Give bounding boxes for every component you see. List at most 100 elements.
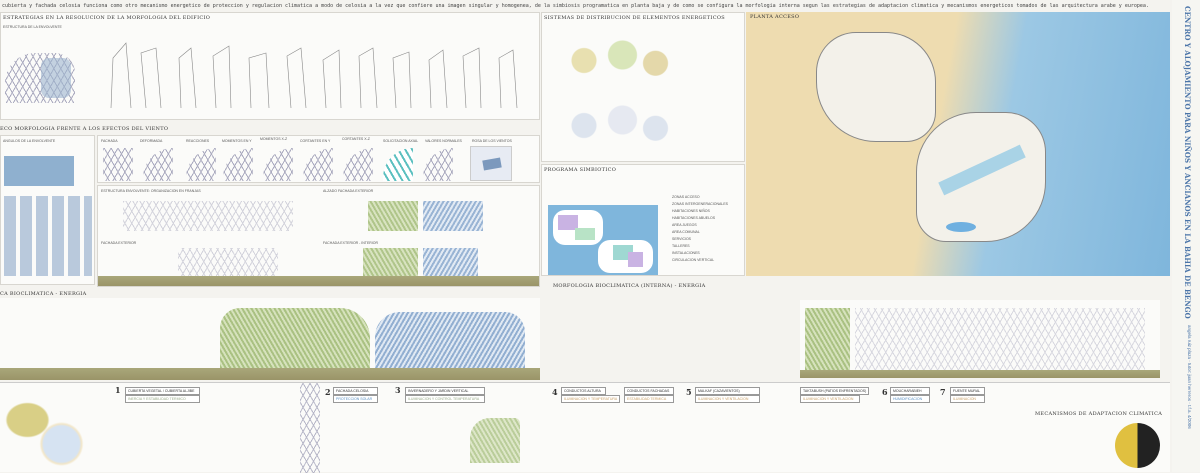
facade-mesh xyxy=(103,148,133,181)
mechanism-title: MOUCHARABIEH xyxy=(890,387,930,395)
envelope-angles-drawing xyxy=(4,156,74,186)
legend-item: AREA JUEGOS xyxy=(672,223,697,227)
mechanism-subtitle: ILUMINACION Y TEMPERATURA xyxy=(561,395,621,403)
legend-item: SERVICIOS xyxy=(672,237,691,241)
morphology-panel: ESTRATEGIAS EN LA RESOLUCION DE LA MORFO… xyxy=(0,12,540,120)
building-plan-north xyxy=(816,32,936,142)
building-plan-south xyxy=(916,112,1046,242)
section-title: SISTEMAS DE DISTRIBUCION DE ELEMENTOS EN… xyxy=(544,15,725,21)
mechanism-number: 6 xyxy=(882,387,888,397)
wind-label: MOMENTOS X-Z xyxy=(260,137,288,141)
facade-label: FACHADA EXTERIOR - INTERIOR xyxy=(323,241,379,245)
legend-item: HABITACIONES NIÑOS xyxy=(672,209,710,213)
mechanism-number: 1 xyxy=(115,385,121,395)
legend-item: ZONAS INTERGENERACIONALES xyxy=(672,202,729,206)
mechanism-subtitle: PROTECCION SOLAR xyxy=(333,395,378,403)
greenhouse-drawing xyxy=(470,418,520,463)
wind-label: MOMENTOS EN Y xyxy=(222,139,252,143)
mechanism-subtitle: ILUMINACION xyxy=(950,395,985,403)
blue-building xyxy=(375,312,525,368)
exterior-elevation xyxy=(0,298,540,380)
mechanism-subtitle: INERCIA Y ESTABILIDAD TERMICO xyxy=(125,395,200,403)
facades-panel: ESTRUCTURA ENVOLVENTE: ORGANIZACION EN F… xyxy=(97,185,540,287)
legend-item: HABITACIONES ABUELOS xyxy=(672,216,716,220)
distribution-panel: SISTEMAS DE DISTRIBUCION DE ELEMENTOS EN… xyxy=(541,12,745,162)
mechanism-title: CONDUCTOS ALTURA xyxy=(561,387,606,395)
facade-strips-drawing xyxy=(123,201,293,231)
mechanism-subtitle: ILUMINACION Y VENTILACION xyxy=(695,395,760,403)
section-title: ESTRATEGIAS EN LA RESOLUCION DE LA MORFO… xyxy=(3,15,211,21)
mechanism-subtitle: ESTABILIDAD TERMICA xyxy=(624,395,674,403)
ground-strip xyxy=(98,276,539,286)
shear-y-mesh xyxy=(303,148,333,181)
wind-label: DEFORMADA xyxy=(140,139,163,143)
mechanism-title: TAKTABUSH (PATIOS ENFRENTADOS) xyxy=(800,387,870,395)
project-title: CENTRO Y ALOJAMIENTO PARA NIÑOS Y ANCIAN… xyxy=(1183,6,1192,319)
legend-item: TALLERES xyxy=(672,244,690,248)
pool xyxy=(946,222,976,232)
legend-item: AREA COMUNAL xyxy=(672,230,700,234)
legend-item: CIRCULACION VERTICAL xyxy=(672,258,715,262)
green-facade-interior xyxy=(363,248,418,276)
mechanism-title: FUENTE MURAL xyxy=(950,387,985,395)
green-building xyxy=(220,308,370,368)
legend-item: ZONAS ACCESO xyxy=(672,195,700,199)
interior-facade-drawing xyxy=(178,248,278,276)
mechanism-title: CUBIERTA VEGETAL / CUBIERTA ALJIBE xyxy=(125,387,200,395)
mechanism-title: CONDUCTOS FACHADAS xyxy=(624,387,674,395)
mechanism-number: 3 xyxy=(395,385,401,395)
shear-xz-mesh xyxy=(343,148,373,181)
wind-section-title: ECO MORFOLOGIA FRENTE A LOS EFECTOS DEL … xyxy=(0,126,169,132)
title-strip: CENTRO Y ALOJAMIENTO PARA NIÑOS Y ANCIAN… xyxy=(1172,0,1200,472)
mechanism-subtitle: ILUMINACION Y CONTROL TEMPERATURA xyxy=(405,395,485,403)
moments-y-mesh xyxy=(223,148,253,181)
program-legend: ZONAS ACCESO ZONAS INTERGENERACIONALES H… xyxy=(672,195,728,262)
mechanism-subtitle: ILUMINACION Y VENTILACION xyxy=(800,395,860,403)
reactions-mesh xyxy=(186,148,216,181)
site-plan-title: PLANTA ACCESO xyxy=(750,14,800,20)
mechanisms-strip: 1 CUBIERTA VEGETAL / CUBIERTA ALJIBE INE… xyxy=(0,382,1170,473)
wind-label: FACHADA xyxy=(101,139,118,143)
deformed-mesh xyxy=(143,148,173,181)
wind-rose-chart xyxy=(470,146,512,181)
mechanism-number: 4 xyxy=(552,387,558,397)
ground-strip xyxy=(0,368,540,380)
axial-mesh xyxy=(383,148,413,181)
mechanism-subtitle: HUMIDIFICACION xyxy=(890,395,930,403)
wind-label: SOLICITACION AXIAL xyxy=(383,139,419,143)
wind-label: CORTANTES EN Y xyxy=(300,139,331,143)
interior-section xyxy=(800,300,1160,378)
mechanism-title: INVERNADERO Y JARDIN VERTICAL xyxy=(405,387,485,395)
facade-label: FACHADA EXTERIOR xyxy=(101,241,137,245)
roof-plan-drawing xyxy=(2,388,87,468)
bioclimatic-title: CA BIOCLIMATICA - ENERGIA xyxy=(0,291,87,297)
lattice-pattern xyxy=(300,383,320,473)
mechanisms-title: MECANISMOS DE ADAPTACION CLIMATICA xyxy=(1035,411,1163,417)
yin-yang-diagram xyxy=(1115,423,1160,468)
facade-label: ALZADO FACHADA EXTERIOR xyxy=(323,189,374,193)
section-title: MORFOLOGIA BIOCLIMATICA (INTERNA) - ENER… xyxy=(553,283,706,289)
section-title: PROGRAMA SIMBIOTICO xyxy=(544,167,617,173)
normal-values-mesh xyxy=(423,148,453,181)
wind-label: REACCIONES xyxy=(186,139,210,143)
project-author: angela ruiz plaza · tutor: juan herreros… xyxy=(1187,325,1192,429)
green-facade xyxy=(368,201,418,231)
section-subtitle: ESTRUCTURA DE LA ENVOLVENTE xyxy=(3,25,62,29)
distribution-diagram xyxy=(562,33,672,88)
distribution-diagram xyxy=(562,98,672,153)
mechanism-number: 7 xyxy=(940,387,946,397)
wind-analysis-panel: FACHADA DEFORMADA REACCIONES MOMENTOS EN… xyxy=(97,135,540,183)
blue-facade xyxy=(423,201,483,231)
envelope-angles-grid xyxy=(4,196,92,276)
intro-text: cubierta y fachada celosia funciona como… xyxy=(2,3,1149,9)
moments-xz-mesh xyxy=(263,148,293,181)
site-plan: PLANTA ACCESO xyxy=(746,12,1170,276)
blue-facade-interior xyxy=(423,248,478,276)
wind-label: ROSA DE LOS VIENTOS xyxy=(472,139,512,143)
wind-label: VALORES NORMALES xyxy=(425,139,462,143)
mechanism-number: 2 xyxy=(325,387,331,397)
facade-label: ESTRUCTURA ENVOLVENTE: ORGANIZACION EN F… xyxy=(101,189,201,193)
program-map xyxy=(548,205,658,275)
wind-label: CORTANTES X-Z xyxy=(342,137,370,141)
envelope-highlight xyxy=(41,58,71,98)
